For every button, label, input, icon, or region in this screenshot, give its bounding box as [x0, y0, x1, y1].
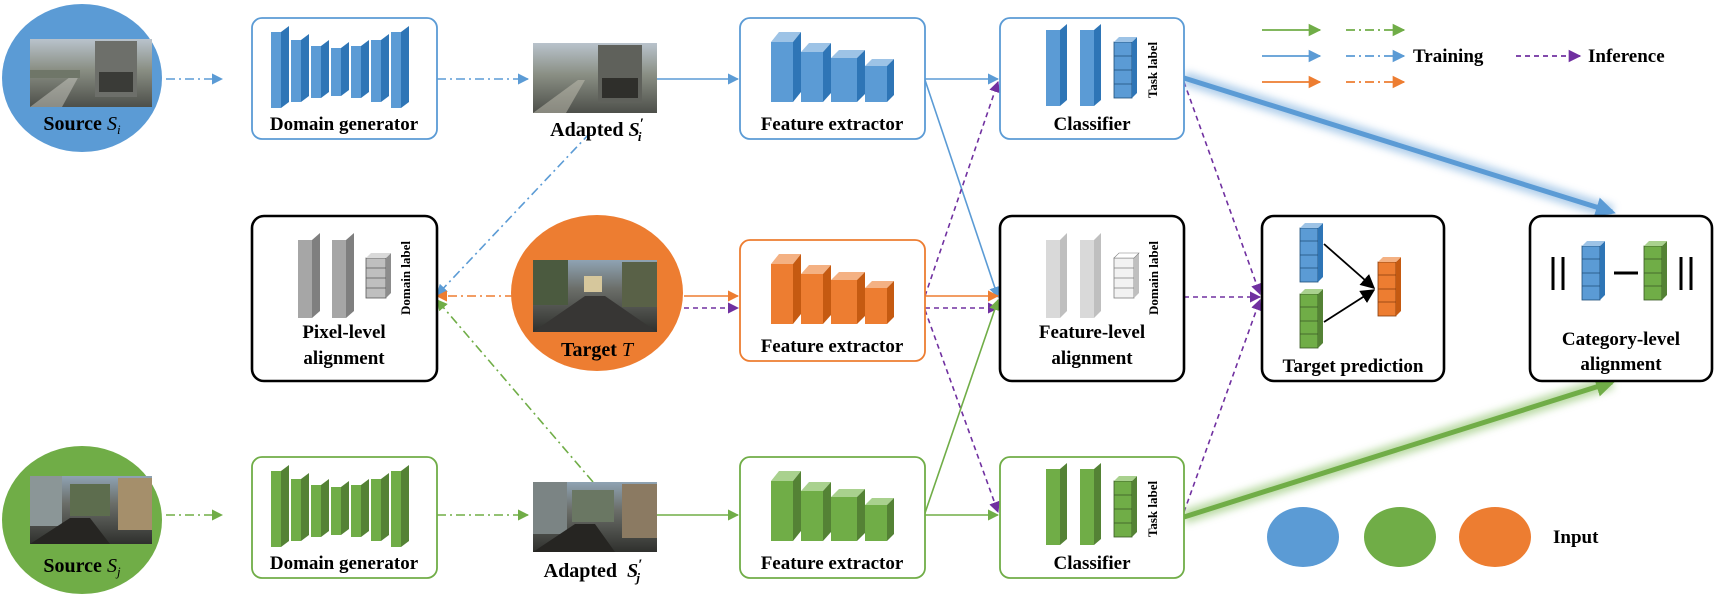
task-label-cube-bottom — [1113, 476, 1137, 538]
source-si-label: Source Si — [43, 113, 121, 137]
target-prediction-label: Target prediction — [1283, 356, 1424, 377]
legend-inference-label: Inference — [1588, 46, 1665, 67]
legend-input-orange — [1459, 507, 1531, 567]
feature-extractor-mid-label: Feature extractor — [761, 336, 904, 357]
adapted-si-node: Adapted S′i — [533, 43, 657, 144]
source-sj-node: Source Sj — [2, 446, 162, 594]
target-node: Target T — [511, 215, 683, 371]
category-alignment-title-line1: Category-level — [1562, 329, 1680, 350]
legend-input-blue — [1267, 507, 1339, 567]
task-label-bottom: Task label — [1145, 480, 1160, 537]
feature-extractor-mid: Feature extractor — [739, 239, 926, 362]
target-prediction: Target prediction — [1260, 214, 1446, 383]
feature-alignment-title-line2: alignment — [1051, 348, 1133, 369]
classifier-top: Task label Classifier — [999, 17, 1185, 140]
feature-extractor-top: Feature extractor — [739, 17, 926, 140]
domain-generator-top-label: Domain generator — [270, 114, 419, 135]
generator-layers-top — [271, 26, 409, 108]
task-label-cube-top — [1113, 37, 1137, 99]
category-green-vector — [1643, 241, 1667, 301]
feature-extractor-top-label: Feature extractor — [761, 114, 904, 135]
domain-label-cube-pixel — [365, 253, 391, 299]
legend-input-green — [1364, 507, 1436, 567]
pixel-alignment-title-line1: Pixel-level — [302, 322, 385, 343]
generator-layers-bottom — [271, 465, 409, 547]
classifier-bottom: Task label Classifier — [999, 456, 1185, 579]
domain-label-pixel: Domain label — [398, 241, 413, 315]
source-sj-label: Source Sj — [43, 555, 121, 579]
legend-input-label: Input — [1553, 527, 1599, 548]
source-sj-image — [30, 476, 152, 544]
adapted-si-label: Adapted S′i — [550, 116, 644, 144]
adapted-si-image — [533, 43, 657, 113]
domain-generator-top: Domain generator — [251, 17, 438, 140]
feature-extractor-bottom: Feature extractor — [739, 456, 926, 579]
feature-level-alignment: Domain label Feature-level alignment — [998, 214, 1186, 383]
source-si-image — [30, 39, 152, 107]
category-blue-vector — [1581, 241, 1605, 301]
classifier-bottom-label: Classifier — [1053, 553, 1131, 574]
pixel-alignment-title-line2: alignment — [303, 348, 385, 369]
prediction-blue-vector — [1299, 223, 1323, 283]
legend-training-label: Training — [1413, 46, 1484, 67]
task-label-top: Task label — [1145, 41, 1160, 98]
adapted-sj-label: Adapted S′j — [544, 557, 643, 585]
feature-extractor-bottom-label: Feature extractor — [761, 553, 904, 574]
adapted-sj-image — [533, 482, 657, 552]
legend: Training Inference Input — [1262, 23, 1665, 567]
prediction-green-vector — [1299, 289, 1323, 349]
domain-generator-bottom: Domain generator — [251, 456, 438, 579]
target-label: Target T — [561, 339, 635, 361]
domain-label-feature: Domain label — [1146, 241, 1161, 315]
arrows — [166, 71, 1616, 524]
adapted-sj-node: Adapted S′j — [533, 482, 657, 585]
domain-generator-bottom-label: Domain generator — [270, 553, 419, 574]
source-si-node: Source Si — [2, 4, 162, 152]
target-image — [533, 260, 657, 332]
pixel-level-alignment: Domain label Pixel-level alignment — [250, 214, 439, 383]
domain-label-cube-feature — [1113, 252, 1140, 299]
feature-alignment-title-line1: Feature-level — [1039, 322, 1145, 343]
classifier-top-label: Classifier — [1053, 114, 1131, 135]
prediction-orange-vector — [1377, 257, 1401, 317]
category-level-alignment: Category-level alignment — [1528, 214, 1714, 383]
category-alignment-title-line2: alignment — [1580, 354, 1662, 375]
